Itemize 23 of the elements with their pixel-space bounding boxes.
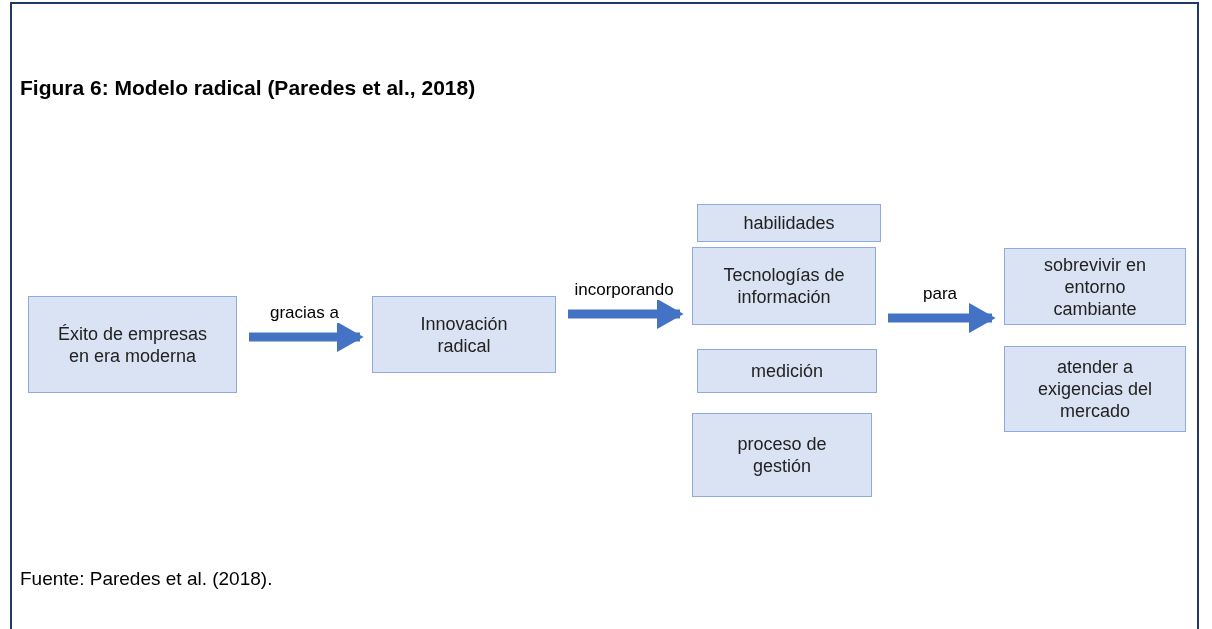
process-box xyxy=(372,296,556,373)
block-arrow xyxy=(568,298,684,330)
box-text: atender a exigencias del mercado xyxy=(1036,356,1154,422)
figure-title: Figura 6: Modelo radical (Paredes et al., 2018) xyxy=(20,76,476,100)
block-arrow xyxy=(249,321,364,353)
process-box xyxy=(1004,346,1186,432)
block-arrow xyxy=(888,302,996,334)
box-text: habilidades xyxy=(742,212,836,234)
box-text: medición xyxy=(749,360,824,382)
source-caption: Fuente: Paredes et al. (2018). xyxy=(20,568,273,590)
box-text: Innovación radical xyxy=(419,312,509,357)
box-text: Éxito de empresas en era moderna xyxy=(56,322,209,367)
edge-label: incorporando xyxy=(572,280,676,300)
process-box xyxy=(697,349,877,393)
edge-label: gracias a xyxy=(268,303,341,323)
process-box xyxy=(1004,248,1186,325)
box-text: sobrevivir en entorno cambiante xyxy=(1042,253,1147,320)
process-box xyxy=(697,204,881,242)
process-box xyxy=(692,247,876,325)
box-text: Tecnologías de información xyxy=(722,264,846,308)
box-text: proceso de gestión xyxy=(736,433,828,477)
process-box xyxy=(692,413,872,497)
process-box xyxy=(28,296,237,393)
